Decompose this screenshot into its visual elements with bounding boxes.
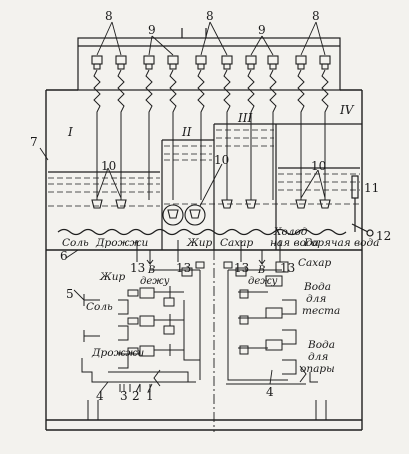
label-9-left: 9: [148, 23, 156, 37]
dispenser-label-yeast: Дрожжи: [92, 347, 145, 359]
label-13-d: 13: [280, 261, 296, 275]
compartment-partitions: [161, 123, 362, 250]
dispenser-label-water-dough-2: для: [306, 293, 327, 305]
label-4-left: 4: [96, 389, 104, 403]
spring-rods: [93, 69, 329, 200]
label-1: 1: [146, 389, 154, 403]
dispenser-label-fat: Жир: [100, 271, 126, 283]
label-11: 11: [364, 181, 380, 195]
compartment-II: II: [182, 125, 192, 139]
dispenser-label-salt: Соль: [86, 301, 113, 313]
label-7: 7: [30, 135, 38, 149]
label-13-c: 13: [234, 261, 250, 275]
right-dispensers: [223, 261, 318, 385]
valve-head: [267, 55, 279, 70]
valve-head: [195, 55, 207, 70]
dispenser-label-water-dough-1: Вода: [304, 281, 331, 293]
tank-label-salt: Соль: [62, 237, 89, 249]
pipes-13: [136, 240, 281, 266]
tank-label-sugar: Сахар: [220, 237, 254, 249]
floats: [91, 199, 331, 226]
label-13-b: 13: [176, 261, 192, 275]
valve-head: [221, 55, 233, 70]
leader-lines-10: [96, 163, 326, 207]
dispenser-label-sugar: Сахар: [298, 257, 332, 269]
label-13-a: 13: [130, 261, 146, 275]
label-5: 5: [66, 287, 74, 301]
dispenser-label-water-sponge-3: опары: [300, 363, 335, 375]
label-4-right: 4: [266, 385, 274, 399]
tank-label-cold-water-2: ная вода: [270, 237, 319, 249]
tank-label-yeast: Дрожжи: [96, 237, 149, 249]
label-2: 2: [132, 389, 140, 403]
compartment-III: III: [238, 111, 253, 125]
level-gauge: [351, 175, 374, 237]
label-10-center: 10: [214, 153, 230, 167]
valve-head: [295, 55, 307, 70]
surface-lines: [48, 167, 360, 173]
label-9-right: 9: [258, 23, 266, 37]
tank-label-fat: Жир: [187, 237, 213, 249]
tank-label-cold-water-1: Холод: [274, 226, 308, 238]
label-8-center: 8: [206, 9, 214, 23]
label-6: 6: [60, 249, 68, 263]
dispenser-label-water-sponge-2: для: [308, 351, 329, 363]
to-dough-left-1: В: [148, 265, 156, 276]
left-dispensers: [81, 261, 205, 392]
dispenser-label-water-sponge-1: Вода: [308, 339, 335, 351]
to-dough-right-2: дежу: [248, 276, 278, 287]
label-12: 12: [376, 229, 392, 243]
to-dough-right-1: В: [258, 265, 266, 276]
label-8-right: 8: [312, 9, 320, 23]
valve-head: [143, 55, 155, 70]
tank-label-hot-water: Горячая вода: [304, 237, 380, 249]
valve-head: [319, 55, 331, 70]
compartment-IV: IV: [340, 103, 354, 117]
support-feet: [87, 400, 327, 420]
valve-head: [245, 55, 257, 70]
to-dough-left-2: дежу: [140, 276, 170, 287]
valve-heads: [91, 55, 331, 70]
tank-walls: [45, 89, 363, 431]
label-10-left: 10: [101, 159, 117, 173]
control-panel-frame: [77, 28, 341, 91]
valve-head: [167, 55, 179, 70]
valve-head: [91, 55, 103, 70]
leader-lines-bottom: [39, 147, 273, 393]
compartment-I: I: [68, 125, 73, 139]
valve-head: [115, 55, 127, 70]
label-10-right: 10: [311, 159, 327, 173]
tank-bottom-cut: [57, 228, 347, 236]
dispenser-label-water-dough-3: теста: [302, 305, 341, 317]
label-8-left: 8: [105, 9, 113, 23]
label-3: 3: [120, 389, 128, 403]
leader-lines-top: [96, 21, 326, 56]
